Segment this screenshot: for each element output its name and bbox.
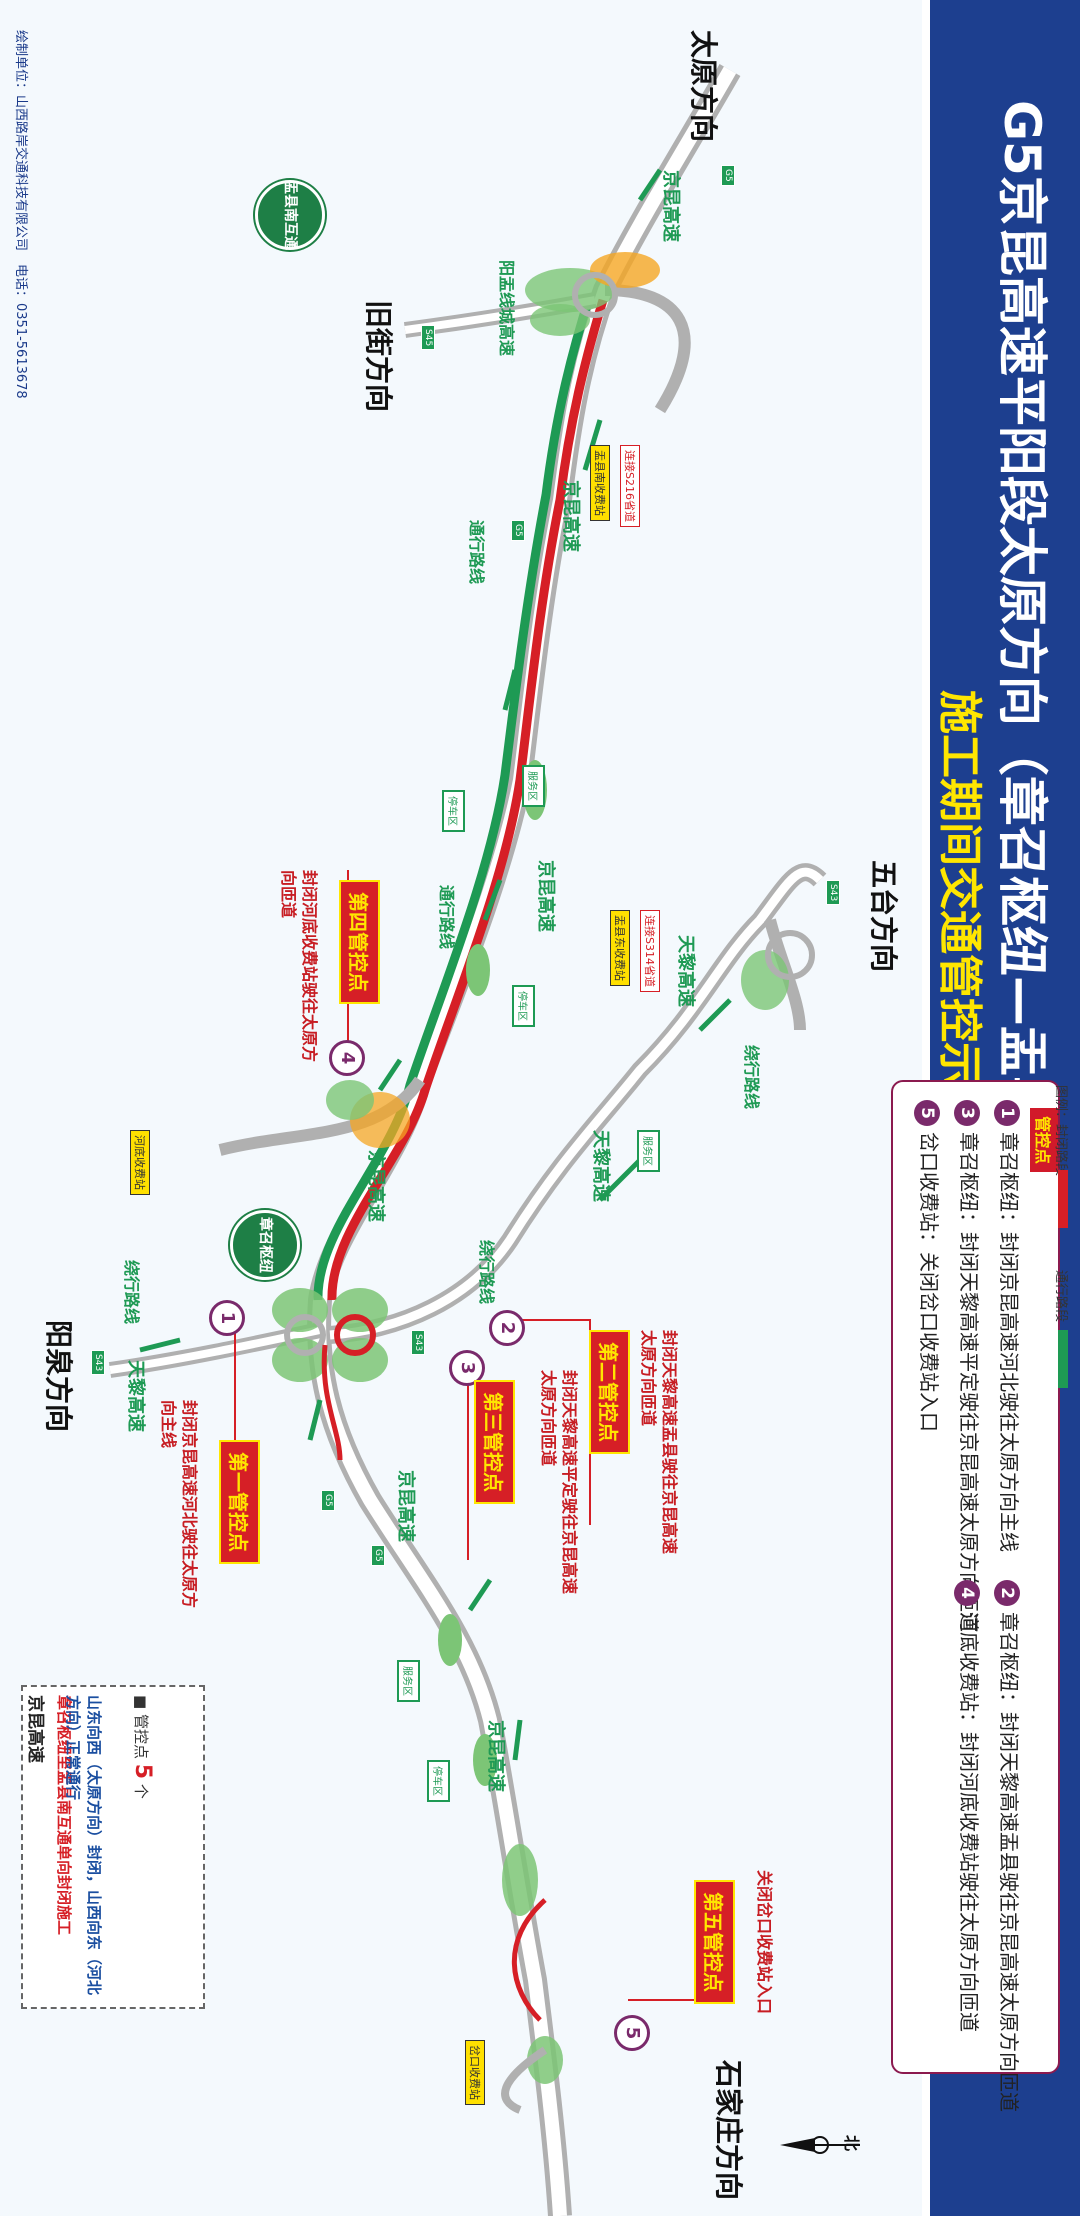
road-jingkun-5: 京昆高速 [395,1470,416,1542]
yuxian-south-interchange [525,252,660,336]
open-swatch [1058,1330,1068,1388]
park-sign-3: 停车区 [427,1760,450,1802]
detour-label-1: 通行路线 [467,520,486,585]
detour-arrows [139,168,732,1761]
road-jingkun-4: 京昆高速 [365,1150,386,1222]
control-3-label: 第三管控点 [474,1380,515,1504]
closed-section-red [327,298,608,1301]
road-tianli-2: 天黎高速 [590,1130,611,1202]
dir-wutai: 五台方向 [867,860,900,973]
control-node-4: 4 [329,1040,365,1076]
dir-taiyuan: 太原方向 [687,30,720,143]
g5-shield-1: G5 [721,165,735,186]
summary-line2: 山东向西（太原方向）封闭，山西向东（河北方向）正常通行 [64,1695,103,1996]
road-tianli-1: 天黎高速 [675,935,696,1007]
legend-item-1: 1章召枢纽：封闭京昆高速河北驶往太原方向主线 [994,1100,1025,1552]
north-arrow [780,2136,860,2154]
control-node-5: 5 [614,2015,650,2051]
legend-item-5: 5岔口收费站：关闭岔口收费站入口 [914,1100,945,1432]
zhangzhao-interchange [272,1288,388,1461]
road-jingkun-1: 京昆高速 [660,170,681,242]
road-jingkun-6: 京昆高速 [485,1720,506,1792]
detour-label-2: 通行路线 [437,885,456,950]
service-area-4 [473,1734,497,1786]
s216-connector [604,284,691,414]
service-sign-2: 服务区 [637,1130,660,1172]
legend-item-3: 3章召枢纽：封闭天黎高速平定驶往京昆高速太原方向匝道 [954,1100,985,1632]
hedi-spur [218,1076,425,1156]
control-2-label: 第二管控点 [589,1330,630,1454]
yx-south-toll-sign: 盂县南收费站 [590,445,610,521]
zhangzhao-badge: 章召枢纽 [230,1210,300,1280]
service-area-2 [466,944,490,996]
service-sign-1: 服务区 [522,765,545,807]
park-sign-1: 停车区 [442,790,465,832]
rao-label-3: 绕行路线 [122,1260,141,1325]
s43-shield-3: S43 [826,880,840,906]
service-area-3 [438,1614,462,1666]
g5-shield-4: G5 [371,1545,385,1566]
dir-yangquan: 阳泉方向 [42,1320,75,1433]
park-sign-2: 停车区 [512,985,535,1027]
s216-sign: 连接S216省道 [620,445,640,527]
legend-key-title: 图例：封闭路段 [1053,1085,1068,1177]
hedi-toll-sign: 河底收费站 [130,1130,150,1195]
control-5-text: 关闭岔口收费站入口 [755,1870,774,2015]
summary-count: ■ 管控点 5 个 [130,1695,155,1799]
road-yangyu: 阳盂线城高速 [497,260,516,357]
yuxian-east-interchange [741,930,815,1010]
control-3-text: 封闭天黎高速平定驶往京昆高速太原方向匝道 [539,1370,579,1595]
road-tianli-3: 天黎高速 [125,1360,146,1432]
closed-swatch [1058,1170,1068,1228]
control-node-2: 2 [489,1310,525,1346]
control-1-text: 封闭京昆高速河北驶往太原方向主线 [159,1400,199,1609]
s314-sign: 连接S314省道 [640,910,660,992]
control-node-1: 1 [209,1300,245,1336]
chakou-interchange [501,1844,563,2114]
road-jingkun-2: 京昆高速 [560,480,581,552]
yx-east-toll-sign: 盂县东收费站 [610,910,630,986]
s43-shield-1: S43 [91,1350,105,1376]
control-1-label: 第一管控点 [219,1440,260,1564]
g5-shield-2: G5 [511,520,525,541]
legend-item-2: 2章召枢纽：封闭天黎高速盂县驶往京昆高速太原方向匝道 [994,1580,1025,2112]
legend-item-4: 4河底收费站：封闭河底收费站驶往太原方向匝道 [954,1580,985,2032]
dir-shijiazhuang: 石家庄方向 [712,2060,745,2201]
g5-shield-3: G5 [321,1490,335,1511]
yuxian-south-badge: 盂县南互通 [255,180,325,250]
control-2-text: 封闭天黎高速盂县驶往京昆高速太原方向匝道 [639,1330,679,1555]
footer-credit: 绘制单位：山西路岸交通科技有限公司 电话：0351-5613678 [13,30,28,399]
service-sign-3: 服务区 [397,1660,420,1702]
north-label: 北 [842,2135,861,2152]
legend-open-label: 通行路段 [1053,1270,1068,1323]
dir-jiujie: 旧街方向 [362,300,395,413]
summary-head: 京昆高速 [25,1695,45,1763]
s45-shield: S45 [421,325,435,351]
s43-shield-2: S43 [411,1330,425,1356]
chakou-toll-sign: 岔口收费站 [465,2040,485,2105]
control-4-text: 封闭河底收费站驶往太原方向匝道 [279,870,319,1063]
rao-label-2: 绕行路线 [477,1240,496,1305]
road-jingkun-3: 京昆高速 [535,860,556,932]
control-4-label: 第四管控点 [339,880,380,1004]
hedi-interchange [326,1080,410,1148]
control-5-label: 第五管控点 [694,1880,735,2004]
rao-label-1: 绕行路线 [742,1045,761,1110]
